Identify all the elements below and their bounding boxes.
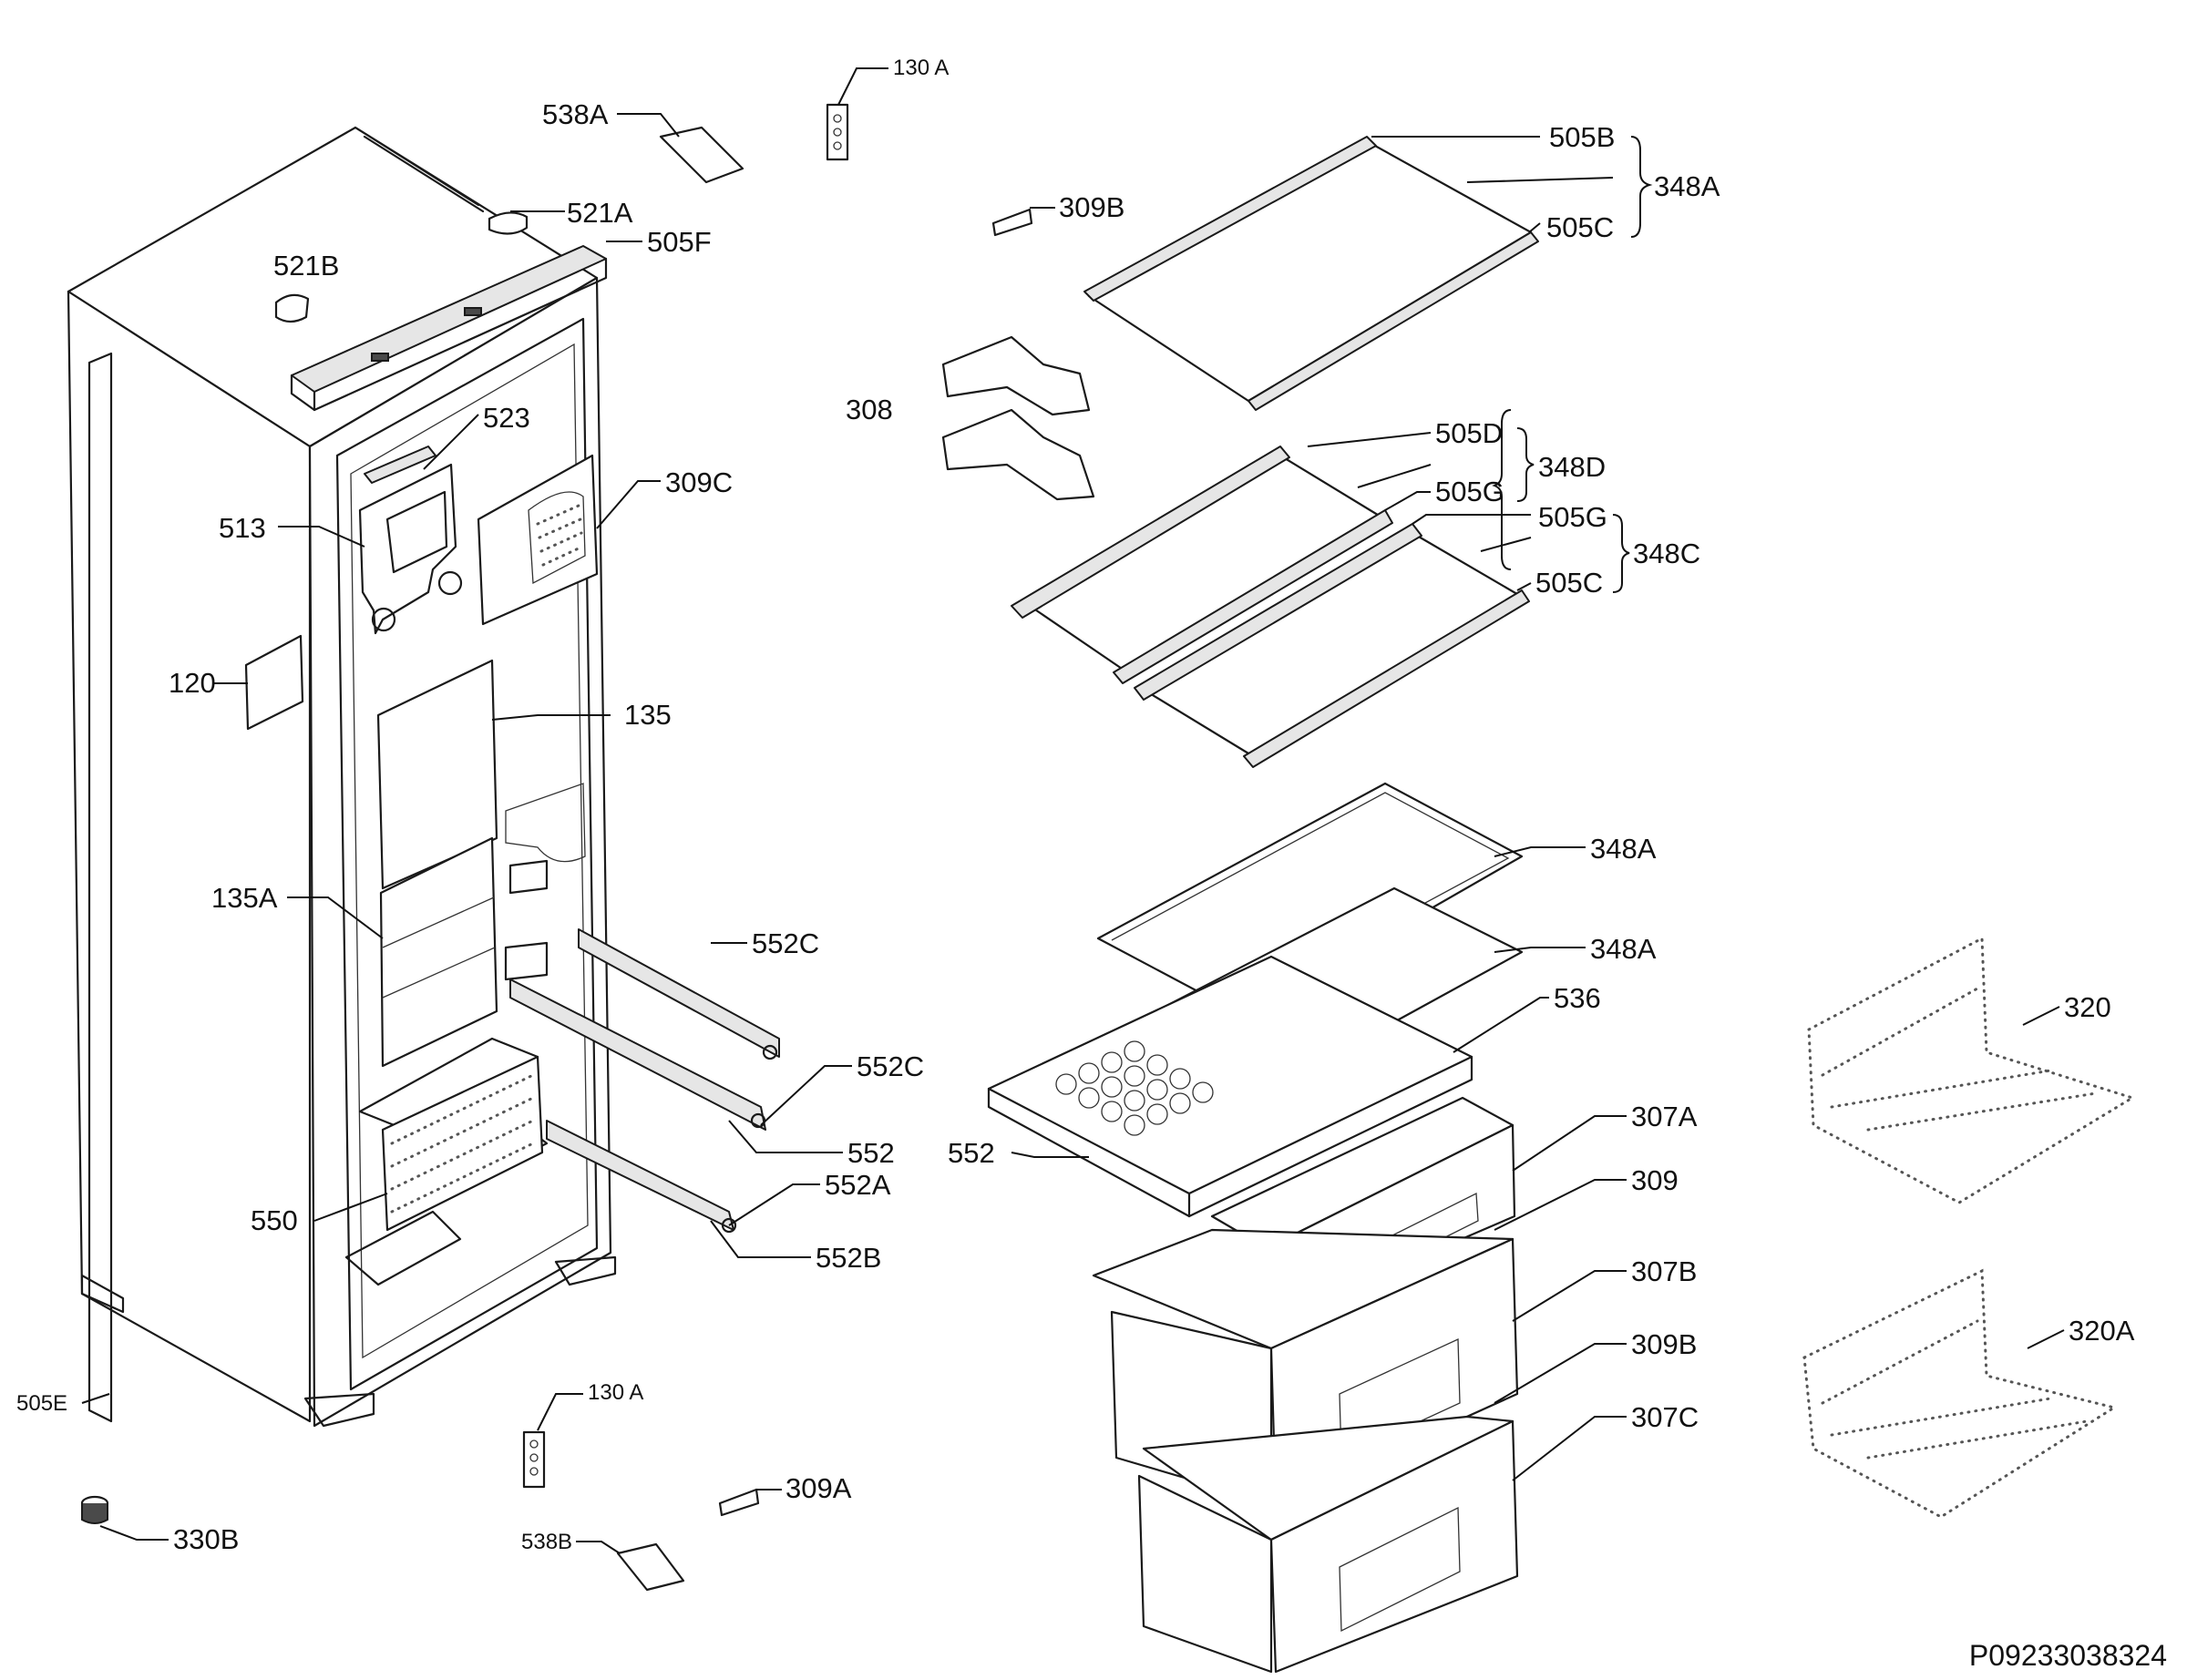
group-braces <box>1492 136 1653 593</box>
wire-basket-320 <box>1807 936 2136 1204</box>
door-hinges-308 <box>941 335 1095 501</box>
label-552c-2: 552C <box>857 1050 924 1082</box>
label-120: 120 <box>169 667 216 699</box>
fan-cover-309c <box>477 454 599 626</box>
control-unit-513 <box>358 463 463 635</box>
label-536: 536 <box>1554 982 1601 1014</box>
hinge-plate-130a-bottom <box>522 1430 546 1489</box>
egg-holder-grid <box>1055 1040 1214 1136</box>
glass-shelf-348d <box>1011 446 1393 684</box>
drawing-code: P09233038324 <box>1969 1639 2167 1672</box>
label-523: 523 <box>483 402 530 434</box>
label-538b: 538B <box>521 1530 572 1554</box>
label-505c-1: 505C <box>1546 211 1614 243</box>
label-348a-2: 348A <box>1590 833 1657 865</box>
label-348a-1: 348A <box>1654 170 1720 202</box>
label-505c-2: 505C <box>1535 567 1603 599</box>
telescopic-rail-552c-1 <box>578 928 780 1060</box>
door-seal-strip-505e <box>87 352 113 1423</box>
label-505b: 505B <box>1549 121 1615 153</box>
label-550: 550 <box>251 1204 298 1236</box>
crisper-frame-550 <box>358 1037 544 1232</box>
label-307b: 307B <box>1631 1255 1697 1287</box>
label-307c: 307C <box>1631 1401 1699 1433</box>
label-538a: 538A <box>542 98 609 130</box>
label-505g-2: 505G <box>1538 501 1607 533</box>
pad-309a <box>718 1488 760 1517</box>
label-505g-1: 505G <box>1435 476 1504 507</box>
adjustable-foot-330b <box>80 1495 109 1524</box>
label-505f: 505F <box>647 226 712 258</box>
top-cover-505f <box>290 245 608 412</box>
cover-panel-135a <box>379 836 498 1068</box>
label-552c-1: 552C <box>752 927 819 959</box>
label-309b-bottom: 309B <box>1631 1328 1697 1360</box>
label-552-2: 552 <box>948 1137 995 1169</box>
label-552-1: 552 <box>847 1137 895 1169</box>
glass-shelf-348c <box>1134 523 1530 768</box>
cap-521a <box>488 211 529 235</box>
label-552b: 552B <box>816 1242 881 1274</box>
label-plate-120 <box>244 634 304 731</box>
drawer-cover-536 <box>987 955 1473 1218</box>
label-130a-top: 130 A <box>893 56 949 80</box>
label-521b: 521B <box>273 250 339 282</box>
telescopic-rail-552a <box>546 1120 737 1234</box>
hinge-bracket-538a <box>659 126 744 184</box>
label-348d: 348D <box>1538 451 1606 483</box>
label-505e: 505E <box>16 1391 67 1416</box>
label-513: 513 <box>219 512 266 544</box>
label-348a-3: 348A <box>1590 933 1657 965</box>
label-308: 308 <box>846 394 893 425</box>
label-320: 320 <box>2064 991 2111 1023</box>
label-320a: 320A <box>2069 1315 2135 1347</box>
label-309: 309 <box>1631 1164 1679 1196</box>
label-348c: 348C <box>1633 538 1700 569</box>
label-521a: 521A <box>567 197 633 229</box>
label-309b-top: 309B <box>1059 191 1124 223</box>
pad-309b-top <box>991 208 1033 237</box>
label-309a: 309A <box>785 1472 852 1504</box>
label-505d: 505D <box>1435 417 1503 449</box>
callout-labels: 130 A 538A 521A 521B 505F 523 513 309C 1… <box>16 56 2167 1672</box>
leader-lines <box>81 67 2065 1554</box>
refrigerator-cabinet <box>67 126 617 1428</box>
cover-panel-135 <box>376 659 586 890</box>
glass-shelf-348a-top <box>1083 136 1539 411</box>
wire-basket-320a <box>1802 1268 2118 1519</box>
drawer-307c <box>1137 1415 1519 1674</box>
label-309c: 309C <box>665 466 733 498</box>
label-552a: 552A <box>825 1169 891 1201</box>
cap-521b <box>274 293 310 323</box>
hinge-plate-130a-top <box>826 103 849 161</box>
hinge-bracket-538b <box>616 1542 685 1592</box>
connector-523 <box>364 446 436 484</box>
label-135a: 135A <box>211 882 278 914</box>
label-307a: 307A <box>1631 1101 1698 1132</box>
label-135: 135 <box>624 699 672 731</box>
label-130a-bottom: 130 A <box>588 1380 643 1405</box>
label-330b: 330B <box>173 1523 239 1555</box>
